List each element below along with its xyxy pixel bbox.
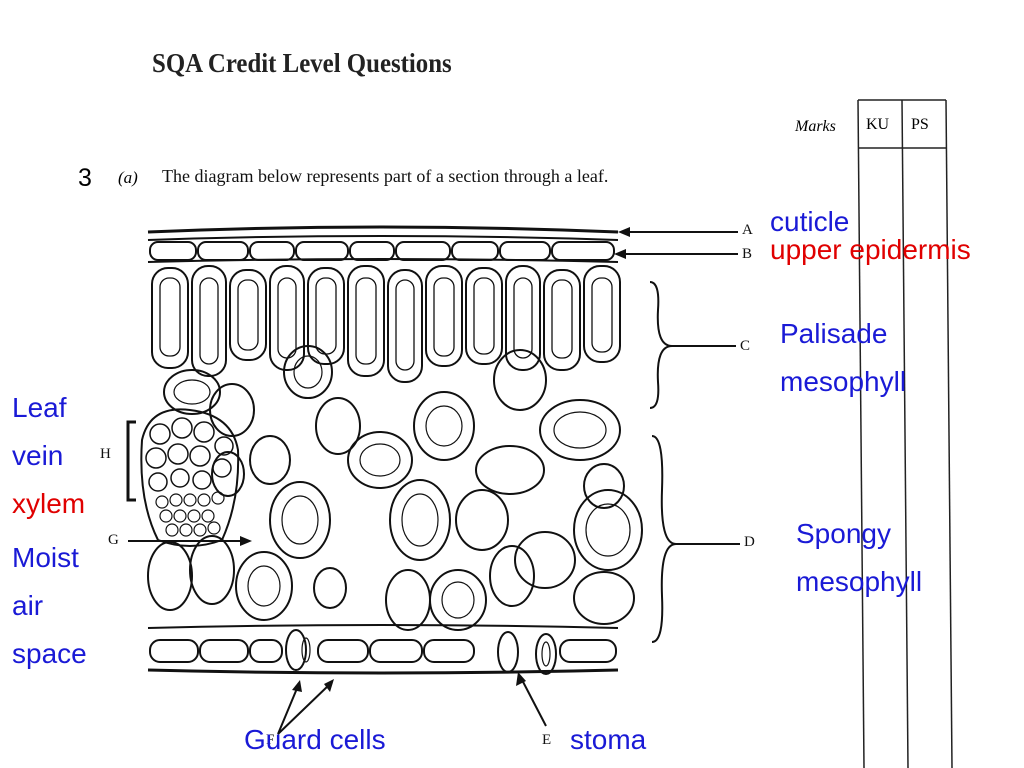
label-letter-h: H: [100, 446, 111, 462]
annotation-spongy: Spongy: [796, 518, 891, 549]
spongy-mesophyll-cells: [147, 345, 643, 631]
label-letter-d: D: [744, 534, 755, 550]
leaf-vein-bundle: [140, 408, 240, 547]
annotation-space: space: [12, 638, 87, 669]
palisade-cells: [151, 265, 621, 383]
lower-epidermis-cells: [149, 639, 617, 663]
marks-label: Marks: [795, 118, 836, 135]
annotation-vein: vein: [12, 440, 64, 471]
annotation-guard-cells: Guard cells: [244, 724, 386, 755]
question-text: The diagram below represents part of a s…: [162, 166, 609, 186]
annotation-spongy-mesophyll: mesophyll: [796, 566, 923, 597]
upper-epidermis-cells: [149, 241, 615, 261]
question-part: (a): [118, 168, 138, 187]
marks-column-ps: PS: [911, 116, 929, 133]
question-number: 3: [78, 164, 92, 192]
annotation-leaf: Leaf: [12, 392, 67, 423]
annotation-upper-epidermis: upper epidermis: [770, 234, 971, 265]
label-letter-a: A: [742, 222, 753, 238]
annotation-cuticle: cuticle: [770, 206, 850, 237]
label-letter-c: C: [740, 338, 751, 354]
annotation-stoma: stoma: [570, 724, 647, 755]
spongy-cell-inner: [173, 355, 631, 619]
page-title: SQA Credit Level Questions: [152, 48, 452, 78]
marks-column-ku: KU: [866, 116, 890, 133]
annotation-air: air: [12, 590, 44, 621]
label-letter-b: B: [742, 246, 753, 262]
label-letter-f: F: [266, 732, 275, 748]
annotation-moist: Moist: [12, 542, 79, 573]
label-letter-e: E: [542, 732, 552, 748]
annotation-palisade-mesophyll: mesophyll: [780, 366, 907, 397]
annotation-xylem: xylem: [12, 488, 86, 519]
label-letter-g: G: [108, 532, 119, 548]
annotation-palisade: Palisade: [780, 318, 888, 349]
